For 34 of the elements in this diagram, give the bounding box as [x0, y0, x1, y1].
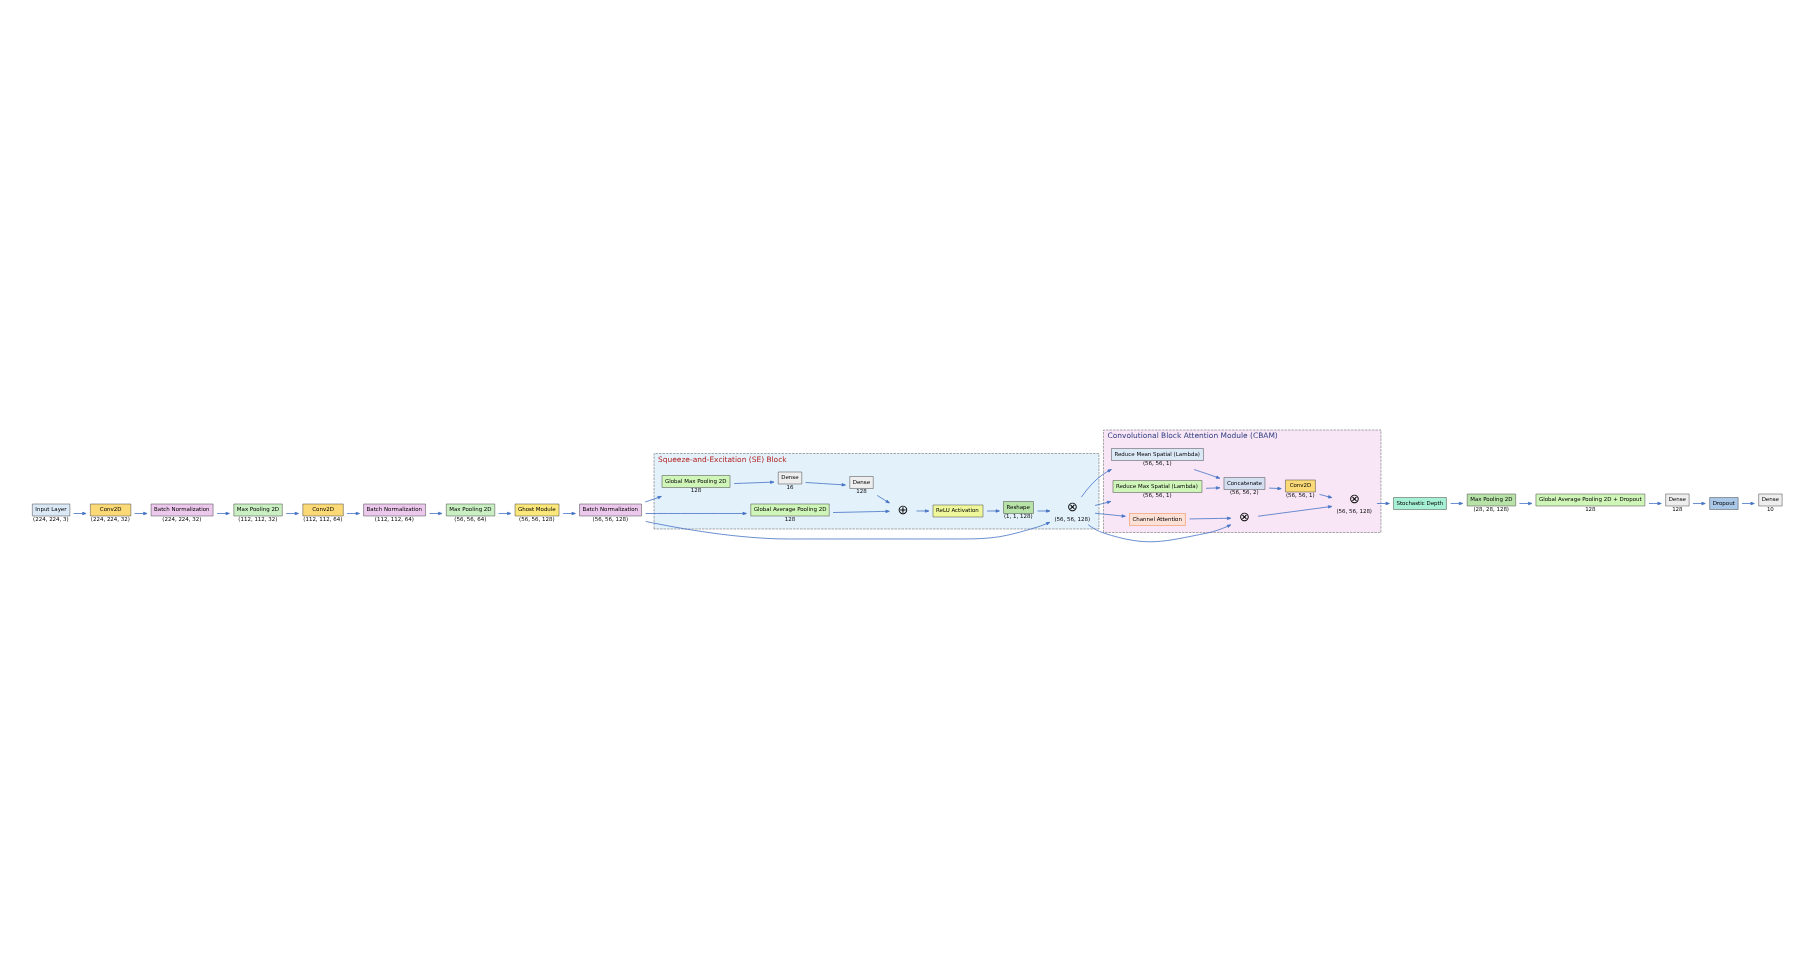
arrow — [733, 479, 775, 483]
arrow — [1094, 511, 1126, 517]
arrow — [805, 481, 846, 486]
arrow — [645, 510, 747, 515]
arrow — [1193, 468, 1221, 478]
arrow — [73, 510, 87, 515]
arrow — [1268, 485, 1282, 490]
arrow — [832, 508, 890, 512]
arrow — [1519, 500, 1533, 505]
arrow — [876, 494, 890, 503]
arrow — [1205, 485, 1221, 489]
arrow — [1692, 500, 1706, 505]
arrow — [986, 508, 1000, 512]
arrow — [498, 510, 512, 515]
arrow — [644, 495, 662, 502]
arrow — [1376, 500, 1390, 505]
arrow — [1189, 515, 1232, 519]
arrow — [134, 510, 148, 515]
arrow — [429, 510, 443, 515]
arrow — [1257, 504, 1333, 516]
arrow — [346, 510, 360, 515]
arrow — [216, 510, 230, 515]
arrow — [1081, 468, 1112, 497]
arrow — [916, 508, 930, 512]
arrow — [1087, 523, 1232, 542]
arrow — [1648, 500, 1662, 505]
arrow — [1741, 500, 1755, 505]
arrow — [285, 510, 299, 515]
arrow — [1037, 508, 1051, 512]
arrow — [645, 520, 1051, 539]
arrow — [1319, 493, 1333, 498]
arrow — [1450, 500, 1464, 505]
arrow — [562, 510, 576, 515]
arrow — [1094, 499, 1112, 505]
